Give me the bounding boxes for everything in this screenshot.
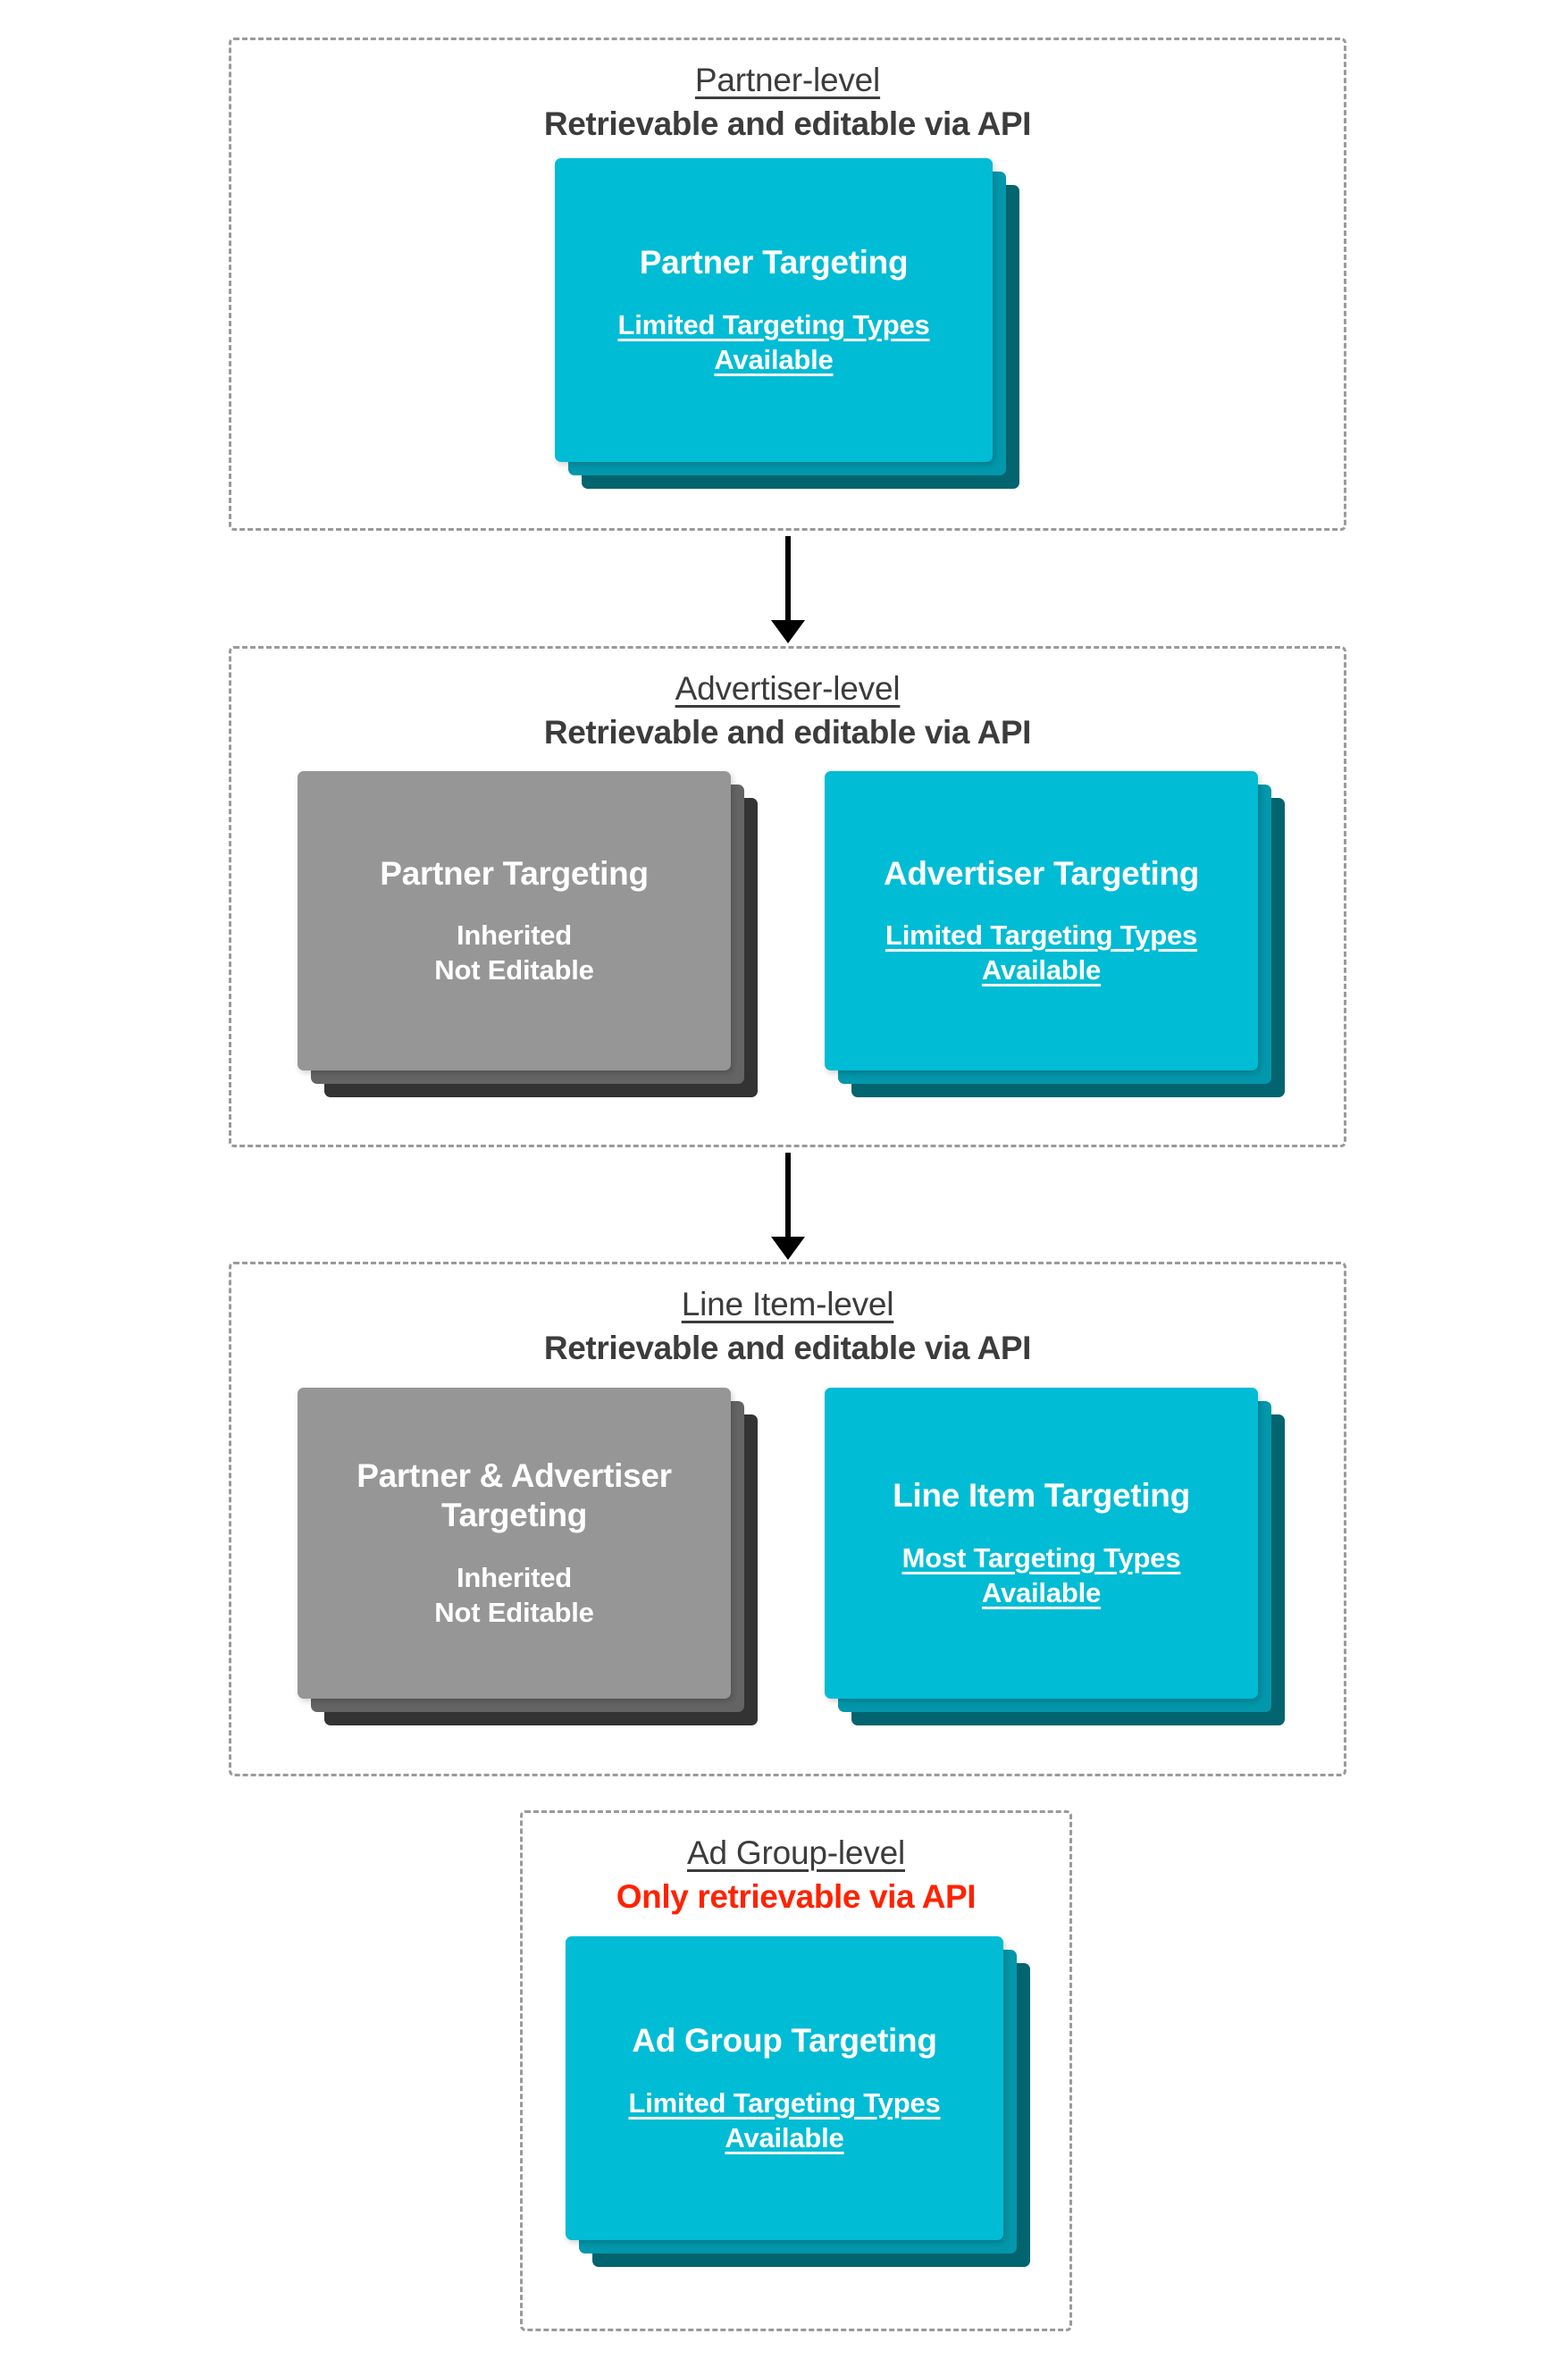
card-partner-targeting[interactable]: Partner Targeting Limited Targeting Type… [555,158,993,462]
level-line-item-header: Line Item-level Retrievable and editable… [231,1264,1344,1370]
level-advertiser-title: Advertiser-level [675,670,901,707]
level-advertiser-header: Advertiser-level Retrievable and editabl… [231,649,1344,754]
level-line-item: Line Item-level Retrievable and editable… [229,1262,1346,1776]
card-partner-targeting-inherited[interactable]: Partner Targeting Inherited Not Editable [298,771,731,1070]
connector-advertiser-to-line-item [770,1153,806,1260]
card-subtitle-line1: Most Targeting Types [901,1541,1181,1574]
card-subtitle-line2: Not Editable [434,954,594,986]
level-ad-group: Ad Group-level Only retrievable via API … [520,1810,1072,2331]
card-subtitle-line2: Not Editable [434,1596,594,1628]
card-title: Partner Targeting [380,854,649,892]
card-stack-partner-targeting-inherited[interactable]: Partner Targeting Inherited Not Editable [298,771,762,1102]
level-partner-header: Partner-level Retrievable and editable v… [231,40,1344,146]
card-subtitle: Limited Targeting Types Available [628,2086,940,2155]
card-stack-ad-group-targeting[interactable]: Ad Group Targeting Limited Targeting Typ… [566,1936,1030,2267]
card-stack-partner-targeting[interactable]: Partner Targeting Limited Targeting Type… [555,158,1019,489]
arrow-head-icon [771,620,805,643]
card-subtitle-line1: Limited Targeting Types [885,919,1198,952]
level-ad-group-title: Ad Group-level [687,1834,905,1871]
level-partner-title: Partner-level [694,62,881,98]
card-ad-group-targeting[interactable]: Ad Group Targeting Limited Targeting Typ… [566,1936,1003,2240]
level-ad-group-subtitle: Only retrievable via API [616,1878,977,1916]
level-partner-subtitle: Retrievable and editable via API [543,105,1032,143]
card-title: Line Item Targeting [893,1477,1190,1515]
card-title: Ad Group Targeting [632,2022,937,2060]
card-subtitle-line2: Available [714,343,834,375]
connector-partner-to-advertiser [770,536,806,643]
card-subtitle-line1: Limited Targeting Types [617,308,930,340]
card-subtitle-line1: Inherited [456,919,573,952]
card-subtitle-line2: Available [981,954,1102,986]
card-title: Partner Targeting [639,244,909,281]
card-subtitle: Limited Targeting Types Available [885,918,1197,987]
card-advertiser-targeting[interactable]: Advertiser Targeting Limited Targeting T… [825,771,1258,1070]
card-stack-partner-advertiser-targeting-inherited[interactable]: Partner & Advertiser Targeting Inherited… [298,1388,762,1727]
card-subtitle: Inherited Not Editable [434,918,594,987]
level-advertiser-subtitle: Retrievable and editable via API [543,714,1032,751]
card-subtitle-line2: Available [725,2121,844,2153]
card-subtitle: Inherited Not Editable [434,1560,594,1630]
card-subtitle-line1: Limited Targeting Types [628,2086,941,2119]
level-line-item-subtitle: Retrievable and editable via API [543,1330,1032,1367]
card-title: Advertiser Targeting [883,854,1200,892]
card-subtitle-line2: Available [981,1576,1102,1608]
card-partner-advertiser-targeting-inherited[interactable]: Partner & Advertiser Targeting Inherited… [298,1388,731,1699]
level-partner: Partner-level Retrievable and editable v… [229,38,1346,531]
card-line-item-targeting[interactable]: Line Item Targeting Most Targeting Types… [825,1388,1258,1699]
arrow-shaft [785,536,791,622]
card-subtitle: Most Targeting Types Available [902,1540,1181,1610]
level-line-item-title: Line Item-level [681,1286,894,1322]
card-stack-line-item-targeting[interactable]: Line Item Targeting Most Targeting Types… [825,1388,1289,1727]
card-stack-advertiser-targeting[interactable]: Advertiser Targeting Limited Targeting T… [825,771,1289,1102]
level-advertiser: Advertiser-level Retrievable and editabl… [229,646,1346,1147]
level-ad-group-header: Ad Group-level Only retrievable via API [523,1813,1069,1918]
card-subtitle-line1: Inherited [456,1561,573,1593]
card-subtitle: Limited Targeting Types Available [617,307,929,377]
arrow-shaft [785,1153,791,1238]
card-title: Partner & Advertiser Targeting [356,1457,672,1533]
arrow-head-icon [771,1237,805,1260]
